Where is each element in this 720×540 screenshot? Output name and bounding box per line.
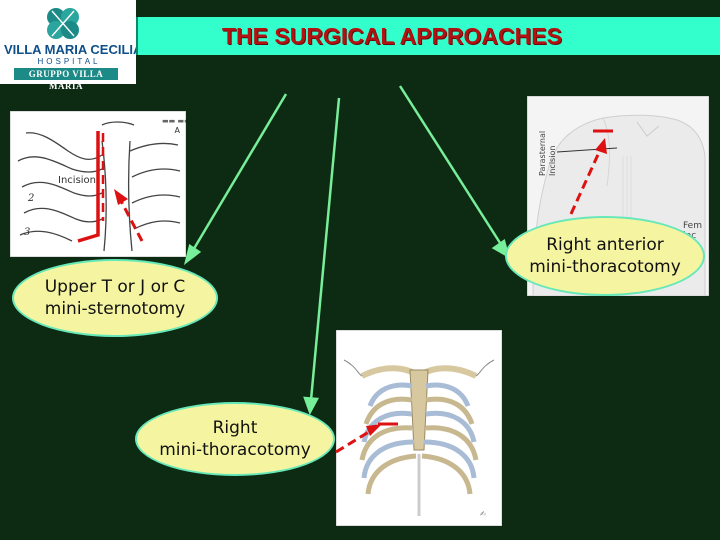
incision-label: Incision xyxy=(58,175,96,186)
incision-pointer-arrow xyxy=(118,198,144,242)
svg-text:✍: ✍ xyxy=(479,510,486,518)
side-label: Fem xyxy=(683,221,702,231)
bubble-line-1: Upper T or J or C xyxy=(44,277,186,297)
rib-number-3: 3 xyxy=(24,227,30,238)
sternum-sketch: ▬▬ ▬▬▬ ▬▬ A Incision 2 3 xyxy=(9,110,213,258)
sternotomy-illustration: ▬▬ ▬▬▬ ▬▬ A Incision 2 3 xyxy=(9,110,213,258)
hospital-logo: VILLA MARIA CECILIA HOSPITAL GRUPPO VILL… xyxy=(0,0,143,91)
right-thoracotomy-label-bubble: Right mini-thoracotomy xyxy=(135,402,335,476)
ribcage-sketch: ✍ xyxy=(335,329,503,527)
arrowhead-icon xyxy=(114,189,128,205)
arrowhead-icon xyxy=(303,396,320,416)
incision-pointer-arrow xyxy=(335,428,373,454)
bubble-line-2: mini-sternotomy xyxy=(44,299,186,319)
arrow-to-sternotomy xyxy=(190,93,288,253)
arrowhead-icon xyxy=(366,424,382,436)
anterior-thoracotomy-label-bubble: Right anterior mini-thoracotomy xyxy=(505,216,705,296)
rib-number-2: 2 xyxy=(27,193,34,204)
logo-subtitle: HOSPITAL xyxy=(37,57,101,66)
j-incision-mark xyxy=(77,131,100,243)
logo-group: GRUPPO VILLA MARIA xyxy=(14,68,118,91)
sternotomy-label-bubble: Upper T or J or C mini-sternotomy xyxy=(12,259,218,337)
bubble-line-1: Right anterior xyxy=(546,235,664,255)
arrow-to-anterior-thoracotomy xyxy=(398,85,504,247)
logo-name: VILLA MARIA CECILIA xyxy=(4,42,143,57)
bubble-line-2: mini-thoracotomy xyxy=(159,440,311,460)
arrowhead-icon xyxy=(595,138,607,154)
right-thoracotomy-illustration: ✍ xyxy=(335,329,503,527)
clover-logo-icon xyxy=(47,8,79,39)
arrow-to-right-thoracotomy xyxy=(309,97,341,401)
arrowhead-icon xyxy=(183,243,202,266)
parasternal-label-2: Incision xyxy=(548,146,557,176)
title-bar: THE SURGICAL APPROACHES xyxy=(136,17,720,55)
figure-marker: A xyxy=(175,126,181,135)
bubble-line-2: mini-thoracotomy xyxy=(529,257,681,277)
slide-title: THE SURGICAL APPROACHES xyxy=(222,23,562,49)
parasternal-label: Parasternal xyxy=(538,131,547,176)
bubble-line-1: Right xyxy=(212,418,258,438)
